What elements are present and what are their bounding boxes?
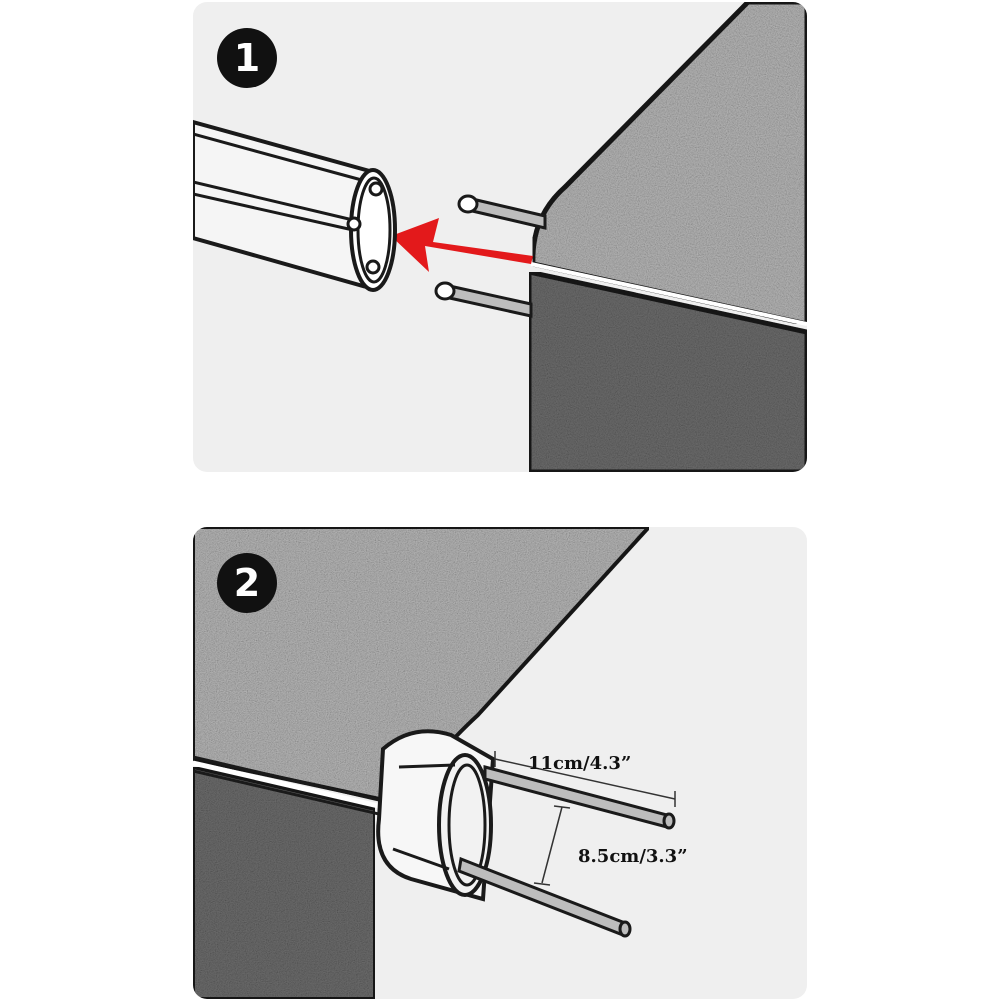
- step-badge-1: 1: [217, 28, 277, 88]
- step-2-panel: 2 11cm/4.3” 8.5cm/3.3”: [193, 527, 807, 999]
- step-1-illustration: [193, 2, 807, 472]
- length-dimension-line: [494, 751, 676, 807]
- connector-pin-lower: [457, 856, 632, 938]
- connector-pin-lower: [434, 281, 533, 318]
- mattress-side: [193, 764, 377, 999]
- length-dimension-label: 11cm/4.3”: [528, 753, 632, 774]
- step-2-illustration: [193, 527, 676, 999]
- spacing-dimension-line: [533, 805, 571, 886]
- spacing-dimension-label: 8.5cm/3.3”: [578, 846, 688, 867]
- connector-sleeve: [376, 729, 496, 902]
- insert-direction-arrow: [391, 218, 533, 272]
- mattress-side: [526, 268, 807, 472]
- connector-pin-upper: [483, 765, 676, 830]
- mattress-top-surface: [530, 2, 807, 327]
- connector-pin-upper: [457, 194, 547, 230]
- connector-tube: [193, 119, 397, 292]
- step-badge-2: 2: [217, 553, 277, 613]
- mattress-seam: [193, 760, 384, 810]
- step-1-panel: 1: [193, 2, 807, 472]
- mattress-seam: [530, 262, 807, 326]
